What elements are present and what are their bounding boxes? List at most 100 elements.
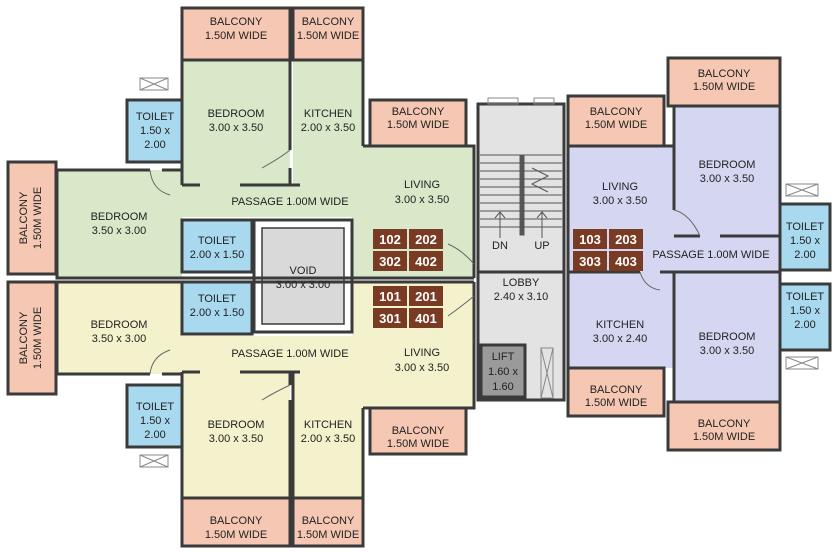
flat-b-toilet-side-fill (127, 385, 182, 447)
lift-fill (481, 345, 525, 397)
unit-101: 101 (379, 289, 401, 304)
flat-c-balcony-bottom-left-name: BALCONY (590, 384, 643, 396)
flat-a-bedroom-top-name: BEDROOM (208, 108, 265, 120)
flat-c-toilet-bottom-fill (780, 284, 830, 350)
flat-b-passage-fill (182, 336, 352, 372)
flat-a-balcony-top-right-name: BALCONY (302, 16, 355, 28)
flat-a-balcony-left-name: BALCONY (18, 191, 30, 244)
flat-c-balcony-bottom-left-size: 1.50M WIDE (585, 397, 647, 409)
stair-up-label: UP (534, 240, 549, 252)
flat-b-balcony-left-size: 1.50M WIDE (32, 307, 44, 369)
void-inner-fill (262, 228, 344, 324)
unit-103: 103 (579, 232, 601, 247)
void-size: 3.00 x 3.00 (276, 279, 330, 291)
unit-303: 303 (579, 254, 601, 269)
flat-c-bedroom-top-fill (674, 106, 780, 236)
flat-b-balcony-mid-size: 1.50M WIDE (387, 438, 449, 450)
flat-a-balcony-top-right-size: 1.50M WIDE (297, 30, 359, 42)
flat-b-living-name: LIVING (404, 347, 440, 359)
flat-c-balcony-bottom-left-fill (568, 368, 664, 416)
flat-b-balcony-bottom-left-fill (182, 498, 290, 546)
flat-b-toilet-side-size1: 1.50 x (140, 415, 170, 427)
flat-b-kitchen-name: KITCHEN (304, 419, 352, 431)
flat-a-balcony-left-fill (8, 162, 56, 274)
flat-b-balcony-bottom-left-name: BALCONY (210, 515, 263, 527)
flat-b-toilet-side-name: TOILET (136, 401, 175, 413)
lift-name: LIFT (492, 351, 515, 363)
flat-c-passage: PASSAGE 1.00M WIDE (652, 249, 769, 261)
flat-b-balcony-mid-name: BALCONY (392, 425, 445, 437)
staircase (480, 154, 562, 238)
core-fills (254, 104, 564, 400)
flat-c-living-name: LIVING (602, 181, 638, 193)
unit-badges (373, 229, 643, 328)
flat-a-kitchen-name: KITCHEN (304, 108, 352, 120)
flat-b-balcony-left-name: BALCONY (18, 311, 30, 364)
flat-a-balcony-mid-name: BALCONY (392, 106, 445, 118)
flat-a-toilet-mid-size: 2.00 x 1.50 (190, 249, 244, 261)
flat-c-living-fill (568, 146, 674, 242)
flat-c-toilet-top-name: TOILET (786, 221, 825, 233)
flat-c-bedroom-top-size: 3.00 x 3.50 (700, 173, 754, 185)
flat-c-balcony-top-left-size: 1.50M WIDE (585, 119, 647, 131)
flat-c-fills (568, 58, 830, 450)
flat-a-passage: PASSAGE 1.00M WIDE (231, 196, 348, 208)
lift-size1: 1.60 x (488, 366, 518, 378)
flat-b-passage: PASSAGE 1.00M WIDE (231, 348, 348, 360)
lift-size2: 1.60 (492, 381, 513, 393)
flat-b-bedroom-bottom-fill (182, 372, 290, 498)
flat-a-bedroom-top-fill (182, 60, 290, 185)
flat-a-toilet-side-fill (127, 100, 182, 162)
flat-b-bedroom-left-fill (57, 282, 182, 374)
flat-c-balcony-bottom-right-fill (668, 402, 780, 450)
flat-a-balcony-top-right-fill (293, 8, 363, 60)
flat-a-toilet-side-size1: 1.50 x (140, 125, 170, 137)
flat-c-toilet-top-size1: 1.50 x (790, 235, 820, 247)
flat-c-toilet-top-fill (780, 204, 830, 270)
flat-a-bedroom-left-fill (57, 170, 182, 278)
flat-b-bedroom-bottom-size: 3.00 x 3.50 (209, 433, 263, 445)
flat-a-toilet-mid-fill (182, 220, 252, 272)
flat-a-living-name: LIVING (404, 179, 440, 191)
flat-c-bedroom-bottom-name: BEDROOM (699, 331, 756, 343)
flat-a-balcony-top-left-size: 1.50M WIDE (205, 30, 267, 42)
walls (6, 6, 832, 548)
void-name: VOID (290, 265, 317, 277)
flat-c-toilet-bottom-size2: 2.00 (794, 319, 815, 331)
unit-301: 301 (379, 311, 401, 326)
flat-c-bedroom-top-name: BEDROOM (699, 159, 756, 171)
unit-201: 201 (415, 289, 437, 304)
flat-a-bedroom-left-name: BEDROOM (91, 211, 148, 223)
flat-c-balcony-top-left-name: BALCONY (590, 106, 643, 118)
flat-a-balcony-mid-fill (370, 100, 466, 146)
unit-302: 302 (379, 254, 401, 269)
flat-c-toilet-top-size2: 2.00 (794, 249, 815, 261)
flat-c-kitchen-fill (568, 272, 674, 368)
flat-b-bedroom-left-size: 3.50 x 3.00 (92, 333, 146, 345)
flat-a-balcony-left-size: 1.50M WIDE (32, 187, 44, 249)
lobby-name: LOBBY (503, 277, 540, 289)
flat-a-bedroom-left-size: 3.50 x 3.00 (92, 225, 146, 237)
flat-b-toilet-mid-size: 2.00 x 1.50 (190, 307, 244, 319)
flat-b-kitchen-fill (293, 372, 363, 498)
unit-402: 402 (415, 254, 437, 269)
unit-203: 203 (615, 232, 637, 247)
flat-c-balcony-top-left-fill (568, 96, 664, 146)
flat-a-balcony-top-left-fill (182, 8, 290, 60)
flat-a-living-size: 3.00 x 3.50 (395, 194, 449, 206)
flat-a-balcony-mid-size: 1.50M WIDE (387, 119, 449, 131)
flat-a-balcony-top-left-name: BALCONY (210, 16, 263, 28)
flat-c-balcony-top-right-name: BALCONY (698, 68, 751, 80)
flat-c-bedroom-bottom-fill (674, 272, 780, 402)
flat-c-balcony-top-right-fill (668, 58, 780, 106)
flat-c-living-size: 3.00 x 3.50 (593, 195, 647, 207)
flat-c-balcony-bottom-right-size: 1.50M WIDE (693, 431, 755, 443)
unit-401: 401 (415, 311, 437, 326)
unit-102: 102 (379, 232, 401, 247)
flat-b-balcony-bottom-right-fill (293, 498, 363, 546)
lobby-size: 2.40 x 3.10 (494, 291, 548, 303)
flat-b-bedroom-bottom-name: BEDROOM (208, 419, 265, 431)
flat-b-kitchen-size: 2.00 x 3.50 (301, 433, 355, 445)
flat-b-bedroom-left-name: BEDROOM (91, 319, 148, 331)
